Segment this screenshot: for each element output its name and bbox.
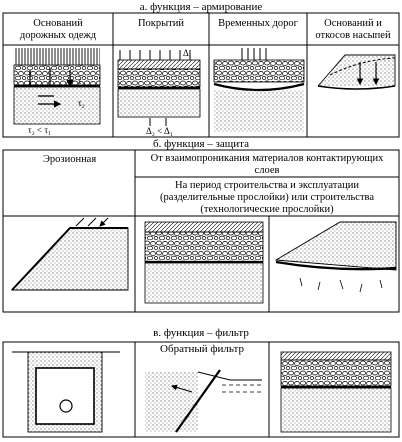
diagram-temp-road [213,48,305,132]
col-embankment-line2: откосов насыпей [315,30,391,41]
col-pavement: Покрытий [113,18,209,30]
col-interpenetration-line1: От взаимопроникания материалов контактир… [150,153,384,164]
diagram-erosion [10,217,129,291]
diagram-pavement [117,50,201,126]
section-b-table [2,149,400,313]
col-period-line2: (разделительные прослойки) или строитель… [159,192,375,203]
label-delta1: Δ₁ [183,48,192,58]
section-a-table [2,12,400,138]
section-b-title: б. функция – защита [153,138,249,150]
diagram-separation [144,221,264,304]
label-tau-inequality: τ₂ < τ₁ [28,125,52,135]
section-c-title: в. функция – фильтр [153,327,249,339]
section-c-table [2,341,400,438]
diagram-embankment-separation [274,221,397,293]
col-temp-road-line1: Временных дорог [218,18,298,29]
section-a-title: а. функция – армирование [139,1,263,13]
label-tau1: τ₁ [78,76,85,86]
col-period-line3: (технологические прослойки) [200,204,334,215]
col-embankment: Оснований и откосов насыпей [307,18,399,42]
diagram-filter-layers [280,351,392,433]
col-pavement-line1: Покрытий [137,18,185,29]
col-reverse-filter: Обратный фильтр [160,343,244,355]
col-interpenetration: От взаимопроникания материалов контактир… [135,153,399,177]
col-period: На период строительства и эксплуатации (… [135,180,399,216]
col-road-base: Оснований дорожных одежд [3,18,113,42]
diagram-road-base [13,48,101,125]
diagram-embankment [317,54,396,90]
diagram-reverse-filter [145,369,262,433]
col-interpenetration-line2: слоев [254,165,280,176]
col-road-base-line1: Оснований [33,18,83,29]
col-embankment-line1: Оснований и [324,18,382,29]
label-delta-inequality: Δ₂ < Δ₁ [146,126,173,136]
label-tau2: τ₂ [78,98,85,108]
col-temp-road: Временных дорог [209,18,307,30]
diagram-drain [12,351,120,433]
col-road-base-line2: дорожных одежд [19,30,97,41]
col-period-line1: На период строительства и эксплуатации [175,180,359,191]
col-erosion: Эрозионная [43,154,97,165]
